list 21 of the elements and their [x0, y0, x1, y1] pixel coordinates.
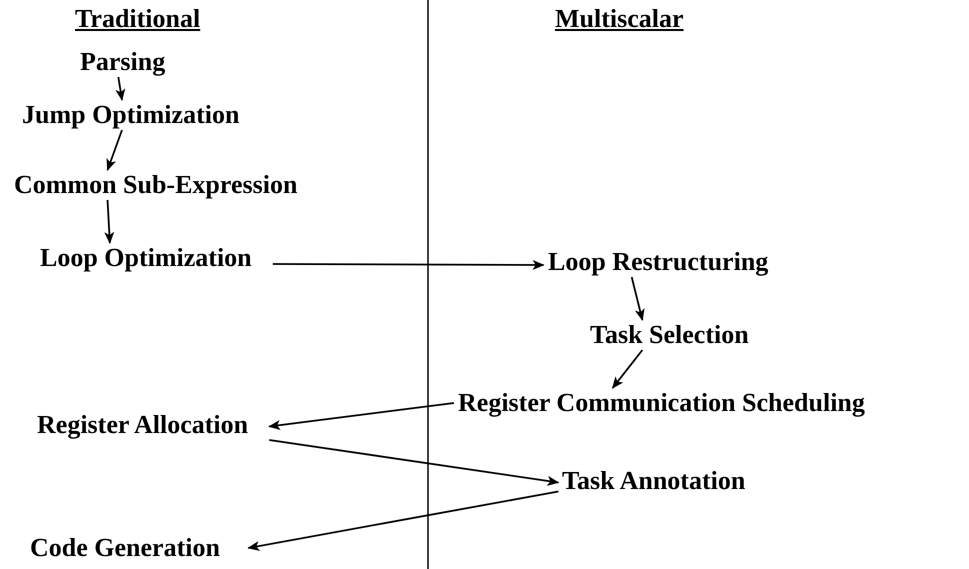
arrow: [612, 349, 644, 389]
arrow: [247, 490, 558, 551]
stage-label: Code Generation: [30, 533, 220, 563]
stage-label: Task Selection: [590, 320, 749, 350]
stage-label: Loop Optimization: [40, 243, 252, 273]
arrow: [106, 130, 123, 171]
arrow: [104, 200, 114, 244]
arrow: [630, 276, 645, 321]
stage-label: Loop Restructuring: [548, 247, 768, 277]
column-heading: Traditional: [75, 4, 200, 34]
arrow: [272, 260, 545, 270]
stage-label: Jump Optimization: [22, 100, 240, 130]
stage-label: Register Allocation: [37, 410, 248, 440]
arrow: [115, 76, 126, 101]
stage-label: Register Communication Scheduling: [458, 388, 865, 418]
column-heading: Multiscalar: [555, 4, 684, 34]
arrow: [269, 439, 560, 486]
stage-label: Parsing: [80, 47, 166, 77]
stage-label: Task Annotation: [562, 466, 746, 496]
arrow: [268, 402, 454, 430]
stage-label: Common Sub-Expression: [14, 170, 298, 200]
